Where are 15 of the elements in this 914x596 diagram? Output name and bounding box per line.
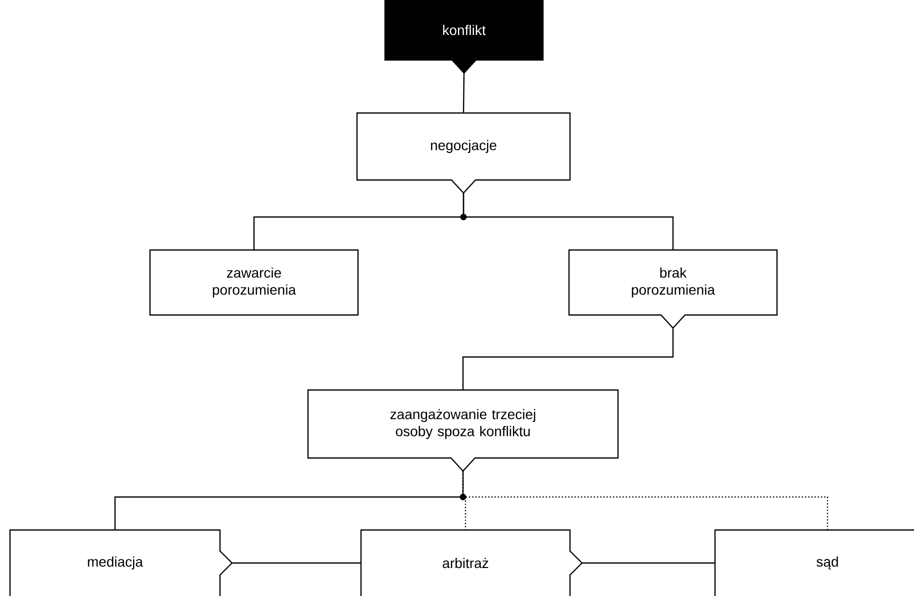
process-box: sąd [714, 529, 914, 596]
connector-line [114, 471, 464, 530]
process-box: mediacja [9, 529, 233, 596]
process-box: zaangażowanie trzeciej osoby spoza konfliktu [307, 389, 619, 472]
process-box: zawarcie porozumienia [149, 249, 359, 316]
connector-line [582, 562, 715, 564]
process-box: negocjacje [356, 112, 571, 194]
connector-line [462, 73, 465, 113]
connector-line [462, 193, 674, 250]
process-box: arbitraż [360, 529, 583, 596]
process-box: brak porozumienia [568, 249, 778, 329]
connector-line [232, 562, 361, 564]
process-box: konflikt [384, 0, 544, 74]
connector-line [462, 471, 828, 530]
connector-line [462, 328, 674, 390]
